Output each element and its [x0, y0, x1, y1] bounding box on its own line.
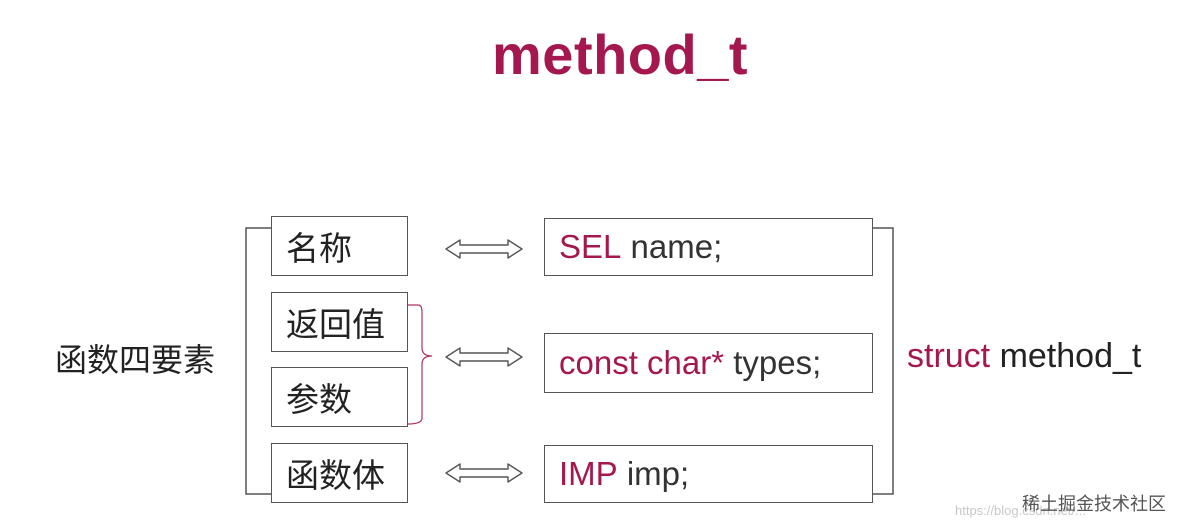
- element-box-params: 参数: [271, 367, 408, 427]
- watermark-url: https://blog.csdn.net/...: [955, 503, 1086, 518]
- field-type: SEL: [559, 228, 622, 265]
- left-bracket: [245, 227, 272, 495]
- element-label: 名称: [286, 229, 352, 268]
- field-name: name;: [630, 228, 723, 265]
- field-box-types: const char* types;: [544, 333, 873, 393]
- double-arrow-icon: [445, 347, 523, 367]
- red-bracket: [407, 304, 433, 425]
- diagram-title: method_t: [492, 23, 748, 86]
- element-box-return: 返回值: [271, 292, 408, 352]
- double-arrow-icon: [445, 239, 523, 259]
- field-name: imp;: [626, 455, 690, 492]
- left-group-label: 函数四要素: [55, 341, 216, 379]
- field-type: IMP: [559, 455, 618, 492]
- field-type: const char*: [559, 344, 725, 381]
- element-box-body: 函数体: [271, 443, 408, 503]
- element-box-name: 名称: [271, 216, 408, 276]
- double-arrow-icon: [445, 463, 523, 483]
- field-box-sel: SEL name;: [544, 218, 873, 276]
- struct-keyword: struct: [907, 337, 991, 375]
- field-box-imp: IMP imp;: [544, 445, 873, 503]
- element-label: 函数体: [286, 456, 385, 495]
- element-label: 返回值: [286, 305, 385, 344]
- right-bracket: [873, 227, 894, 495]
- element-label: 参数: [286, 380, 352, 419]
- field-name: types;: [733, 344, 822, 381]
- struct-name: method_t: [999, 337, 1142, 375]
- watermark-site: 稀土掘金技术社区: [1022, 494, 1166, 515]
- struct-label: struct method_t: [907, 337, 1141, 376]
